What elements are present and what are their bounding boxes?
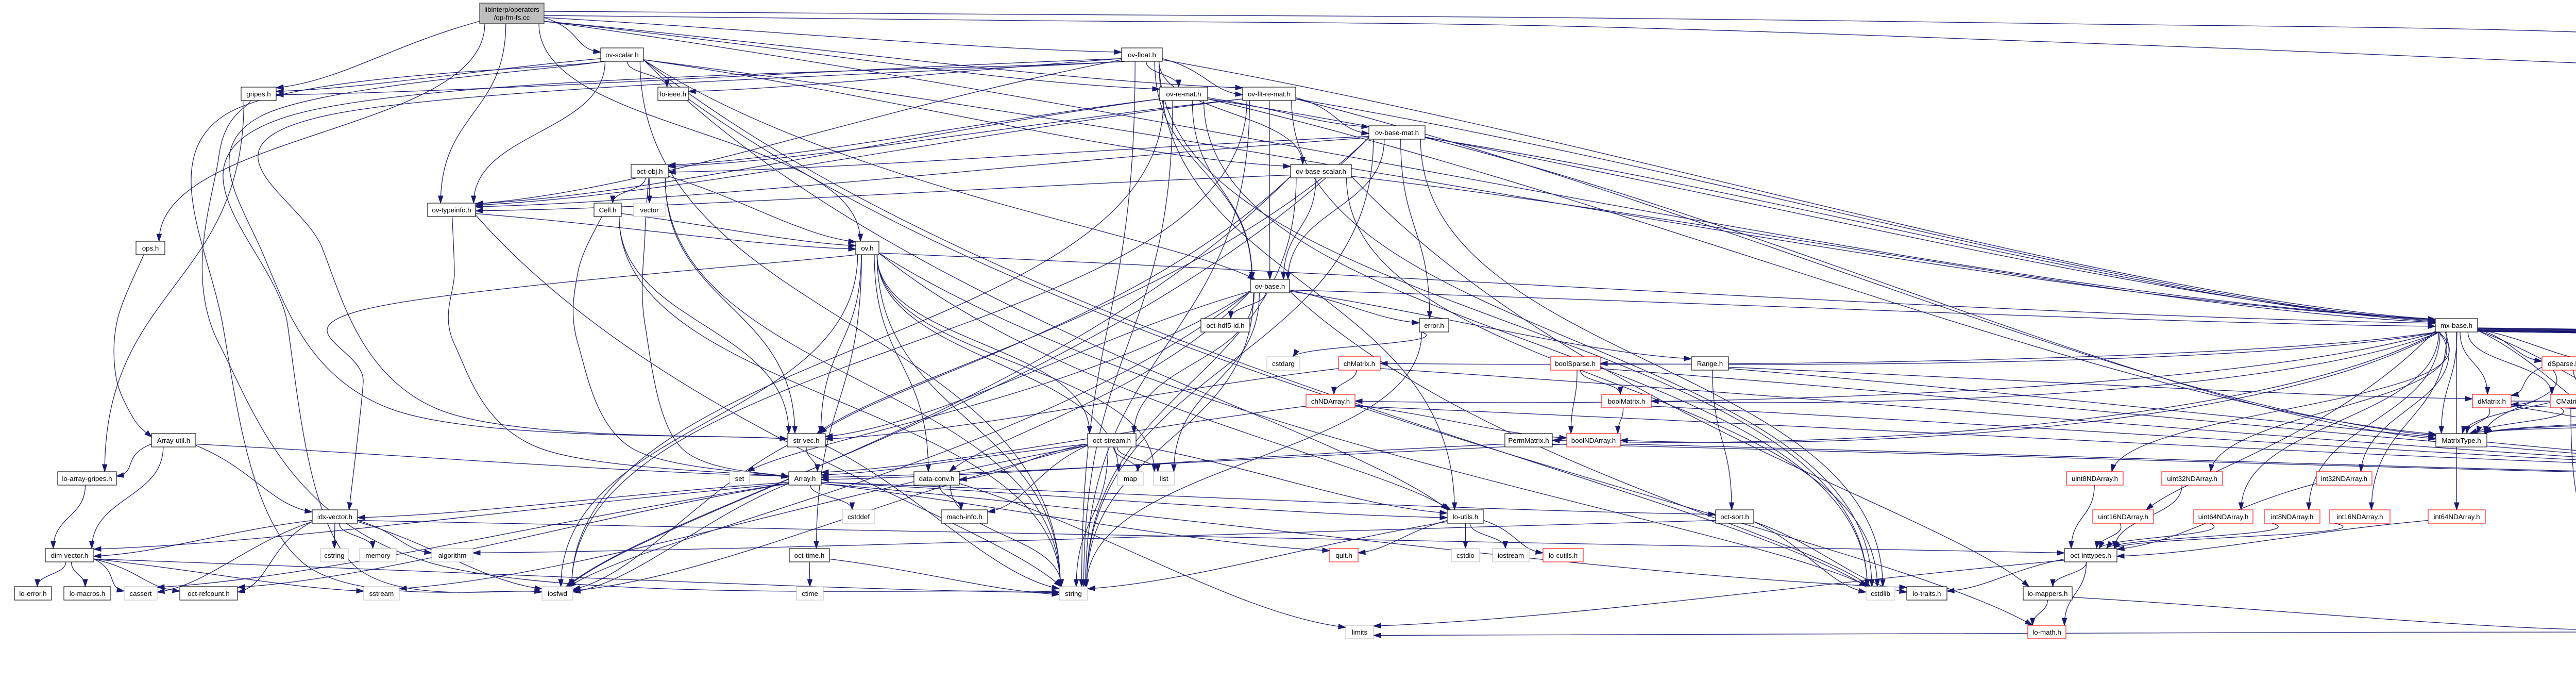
svg-text:oct-refcount.h: oct-refcount.h (188, 590, 230, 597)
svg-text:/op-fm-fs.cc: /op-fm-fs.cc (494, 14, 530, 22)
svg-text:mach-info.h: mach-info.h (946, 513, 982, 521)
svg-text:ov-float.h: ov-float.h (1128, 51, 1156, 59)
svg-text:list: list (1160, 475, 1168, 483)
svg-text:oct-obj.h: oct-obj.h (636, 168, 663, 175)
svg-text:oct-time.h: oct-time.h (794, 552, 825, 559)
svg-text:oct-inttypes.h: oct-inttypes.h (2070, 552, 2111, 559)
svg-text:ov-base-scalar.h: ov-base-scalar.h (1296, 168, 1346, 175)
svg-text:lo-array-gripes.h: lo-array-gripes.h (62, 475, 112, 483)
svg-text:cassert: cassert (130, 590, 152, 597)
svg-text:lo-math.h: lo-math.h (2032, 628, 2061, 636)
svg-text:algorithm: algorithm (438, 552, 467, 559)
svg-text:ctime: ctime (802, 590, 818, 597)
svg-text:iostream: iostream (1498, 552, 1524, 559)
svg-text:ov-scalar.h: ov-scalar.h (605, 51, 638, 59)
svg-text:lo-traits.h: lo-traits.h (1913, 590, 1941, 597)
svg-text:lo-error.h: lo-error.h (19, 590, 46, 597)
svg-text:lo-macros.h: lo-macros.h (70, 590, 106, 597)
svg-text:PermMatrix.h: PermMatrix.h (1508, 437, 1549, 444)
svg-text:lo-utils.h: lo-utils.h (1453, 513, 1479, 521)
svg-text:str-vec.h: str-vec.h (793, 437, 819, 444)
svg-text:iosfwd: iosfwd (548, 590, 567, 597)
svg-text:uint64NDArray.h: uint64NDArray.h (2198, 513, 2249, 521)
svg-text:dim-vector.h: dim-vector.h (51, 552, 89, 559)
svg-text:lo-mappers.h: lo-mappers.h (2028, 590, 2068, 597)
svg-text:cstdio: cstdio (1456, 552, 1475, 559)
svg-text:lo-cutils.h: lo-cutils.h (1549, 552, 1578, 559)
svg-text:Array-util.h: Array-util.h (157, 437, 190, 444)
svg-text:ov.h: ov.h (861, 244, 873, 252)
svg-text:error.h: error.h (1424, 322, 1444, 329)
svg-text:mx-base.h: mx-base.h (2441, 322, 2472, 329)
svg-text:boolNDArray.h: boolNDArray.h (1571, 437, 1616, 444)
svg-text:uint16NDArray.h: uint16NDArray.h (2098, 513, 2148, 521)
svg-text:cstring: cstring (324, 552, 344, 559)
svg-text:int32NDArray.h: int32NDArray.h (2321, 475, 2367, 483)
svg-text:data-conv.h: data-conv.h (919, 475, 955, 483)
svg-text:gripes.h: gripes.h (246, 90, 270, 98)
svg-text:cstdlib: cstdlib (1871, 590, 1890, 597)
svg-text:ops.h: ops.h (142, 244, 159, 252)
svg-text:oct-stream.h: oct-stream.h (1093, 437, 1131, 444)
svg-text:ov-typeinfo.h: ov-typeinfo.h (432, 206, 471, 214)
svg-text:ov-base.h: ov-base.h (1255, 283, 1285, 290)
svg-text:libinterp/operators: libinterp/operators (484, 6, 539, 13)
svg-text:Cell.h: Cell.h (599, 206, 616, 214)
svg-text:chNDArray.h: chNDArray.h (1311, 397, 1350, 405)
svg-text:vector: vector (640, 206, 659, 214)
svg-text:boolSparse.h: boolSparse.h (1555, 360, 1596, 368)
svg-text:uint8NDArray.h: uint8NDArray.h (2072, 475, 2118, 483)
svg-text:memory: memory (365, 552, 390, 559)
svg-text:CMatrix.h: CMatrix.h (2556, 397, 2576, 405)
svg-text:cstdarg: cstdarg (1272, 360, 1295, 368)
svg-text:lo-ieee.h: lo-ieee.h (660, 90, 686, 98)
svg-text:cstddef: cstddef (848, 513, 870, 521)
svg-text:int64NDArray.h: int64NDArray.h (2433, 513, 2480, 521)
svg-text:string: string (1065, 590, 1082, 597)
svg-text:uint32NDArray.h: uint32NDArray.h (2167, 475, 2217, 483)
svg-text:limits: limits (1352, 628, 1368, 636)
svg-text:quit.h: quit.h (1335, 552, 1352, 559)
svg-text:idx-vector.h: idx-vector.h (317, 513, 352, 521)
svg-text:map: map (1124, 475, 1137, 483)
svg-text:boolMatrix.h: boolMatrix.h (1608, 397, 1646, 405)
svg-text:MatrixType.h: MatrixType.h (2442, 437, 2481, 444)
svg-text:ov-base-mat.h: ov-base-mat.h (1375, 129, 1419, 137)
svg-text:oct-hdf5-id.h: oct-hdf5-id.h (1206, 322, 1244, 329)
svg-text:Range.h: Range.h (1697, 360, 1723, 368)
svg-text:ov-re-mat.h: ov-re-mat.h (1166, 90, 1201, 98)
svg-text:dMatrix.h: dMatrix.h (2478, 397, 2506, 405)
svg-text:dSparse.h: dSparse.h (2548, 360, 2576, 368)
svg-text:chMatrix.h: chMatrix.h (1344, 360, 1375, 368)
svg-text:int8NDArray.h: int8NDArray.h (2271, 513, 2314, 521)
svg-text:Array.h: Array.h (794, 475, 816, 483)
svg-text:oct-sort.h: oct-sort.h (1720, 513, 1749, 521)
svg-text:sstream: sstream (369, 590, 394, 597)
svg-text:set: set (735, 475, 744, 483)
svg-text:ov-flt-re-mat.h: ov-flt-re-mat.h (1248, 90, 1291, 98)
svg-text:int16NDArray.h: int16NDArray.h (2336, 513, 2383, 521)
